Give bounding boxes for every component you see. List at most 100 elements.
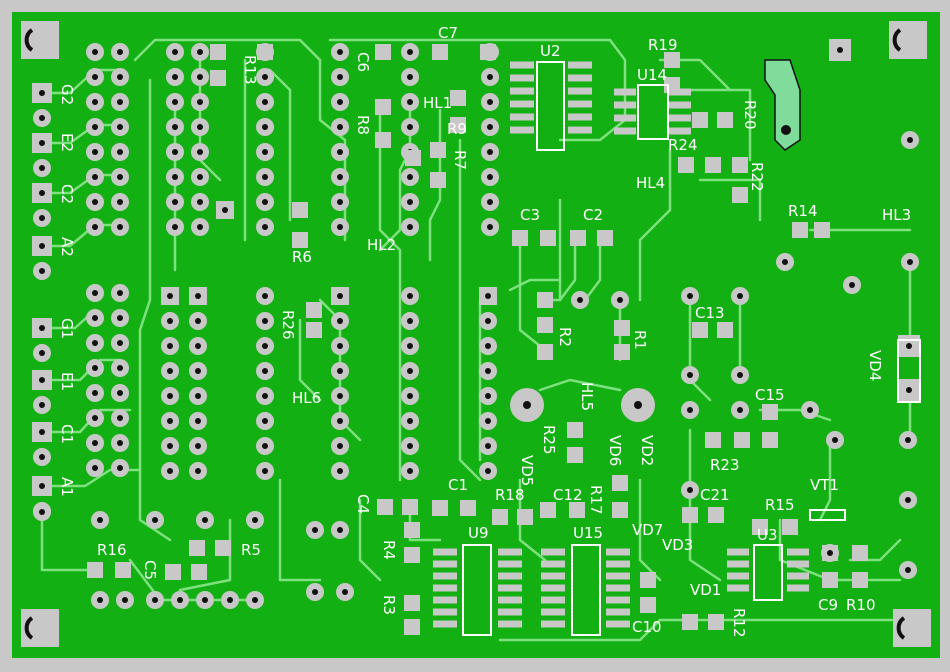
smd-pad xyxy=(189,540,205,556)
drill-hole xyxy=(262,224,268,230)
smd-pad xyxy=(541,560,565,568)
smd-pad xyxy=(433,548,457,556)
smd-pad xyxy=(306,322,322,338)
smd-pad xyxy=(614,320,630,336)
label-c5: C5 xyxy=(141,560,159,580)
smd-pad xyxy=(165,564,181,580)
smd-pad xyxy=(191,564,207,580)
smd-pad xyxy=(614,114,636,122)
smd-pad xyxy=(404,619,420,635)
drill-hole xyxy=(337,318,343,324)
smd-pad xyxy=(792,222,808,238)
smd-pad xyxy=(433,608,457,616)
smd-pad xyxy=(210,70,226,86)
drill-hole xyxy=(117,199,123,205)
label-r8: R8 xyxy=(354,115,372,135)
label-r26: R26 xyxy=(279,310,297,340)
smd-pad xyxy=(669,127,691,135)
drill-hole xyxy=(195,393,201,399)
label-c6: C6 xyxy=(354,52,372,72)
drill-hole xyxy=(337,368,343,374)
smd-pad xyxy=(727,548,749,556)
drill-hole xyxy=(262,418,268,424)
label-r19: R19 xyxy=(648,36,678,54)
smd-pad xyxy=(640,597,656,613)
smd-pad xyxy=(404,522,420,538)
smd-pad xyxy=(705,157,721,173)
drill-hole xyxy=(152,597,158,603)
label-e1: E1 xyxy=(58,372,76,391)
drill-hole xyxy=(167,368,173,374)
label-r17: R17 xyxy=(587,485,605,515)
drill-hole xyxy=(39,90,45,96)
label-c13: C13 xyxy=(695,304,725,322)
label-c4: C4 xyxy=(354,494,372,514)
label-r1: R1 xyxy=(631,330,649,350)
label-g2: G2 xyxy=(58,84,76,105)
mounting-hole xyxy=(24,616,34,640)
drill-hole xyxy=(117,390,123,396)
ic-outline-u15 xyxy=(571,544,601,636)
via-hole xyxy=(781,125,791,135)
drill-hole xyxy=(312,589,318,595)
smd-pad xyxy=(541,620,565,628)
drill-hole xyxy=(485,418,491,424)
drill-hole xyxy=(172,149,178,155)
drill-hole xyxy=(337,418,343,424)
drill-hole xyxy=(485,443,491,449)
smd-pad xyxy=(377,499,393,515)
smd-pad xyxy=(606,548,630,556)
drill-hole xyxy=(172,124,178,130)
smd-pad xyxy=(606,596,630,604)
drill-hole xyxy=(117,124,123,130)
drill-hole xyxy=(117,465,123,471)
drill-hole xyxy=(167,443,173,449)
drill-hole xyxy=(407,99,413,105)
drill-hole xyxy=(39,140,45,146)
label-r13: R13 xyxy=(241,55,259,85)
drill-hole xyxy=(337,99,343,105)
smd-pad xyxy=(498,608,522,616)
drill-hole xyxy=(262,368,268,374)
drill-hole xyxy=(92,315,98,321)
smd-pad xyxy=(541,608,565,616)
label-vd7: VD7 xyxy=(632,521,663,539)
smd-pad xyxy=(692,112,708,128)
drill-hole xyxy=(487,199,493,205)
label-c15: C15 xyxy=(755,386,785,404)
drill-hole xyxy=(407,224,413,230)
smd-pad xyxy=(614,101,636,109)
drill-hole xyxy=(485,393,491,399)
smd-pad xyxy=(210,44,226,60)
smd-pad xyxy=(375,99,391,115)
label-a1: A1 xyxy=(58,477,76,497)
drill-hole xyxy=(92,174,98,180)
smd-pad xyxy=(787,584,809,592)
smd-pad xyxy=(541,572,565,580)
smd-pad xyxy=(762,432,778,448)
label-r6: R6 xyxy=(292,248,312,266)
drill-hole xyxy=(262,293,268,299)
drill-hole xyxy=(262,199,268,205)
drill-hole xyxy=(92,99,98,105)
drill-hole xyxy=(837,47,843,53)
drill-hole xyxy=(907,137,913,143)
smd-pad xyxy=(537,344,553,360)
drill-hole xyxy=(252,517,258,523)
drill-hole xyxy=(337,49,343,55)
smd-pad xyxy=(678,157,694,173)
drill-hole xyxy=(177,597,183,603)
drill-hole xyxy=(487,124,493,130)
drill-hole xyxy=(39,215,45,221)
drill-hole xyxy=(687,372,693,378)
label-r24: R24 xyxy=(668,136,698,154)
label-r7: R7 xyxy=(451,150,469,170)
smd-pad xyxy=(510,113,534,121)
drill-hole xyxy=(737,372,743,378)
drill-hole xyxy=(312,527,318,533)
smd-pad xyxy=(692,322,708,338)
highlight-pad xyxy=(764,59,801,151)
drill-hole xyxy=(39,377,45,383)
ic-outlines xyxy=(462,61,921,636)
drill-hole xyxy=(687,407,693,413)
